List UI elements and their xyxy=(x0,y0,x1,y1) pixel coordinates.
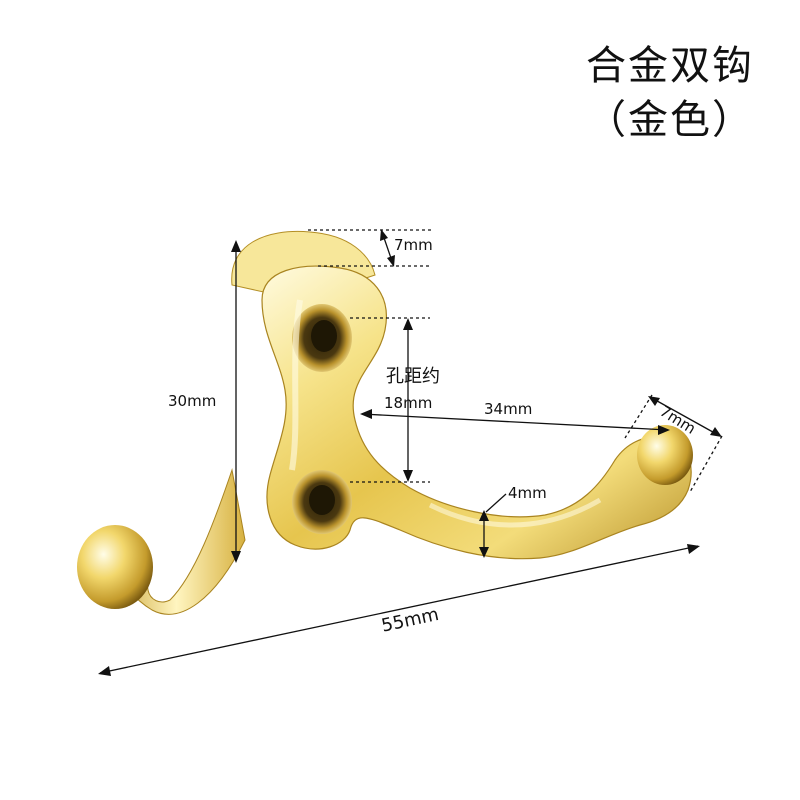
dim-top-thickness-label: 7mm xyxy=(394,236,433,254)
right-hook-ball xyxy=(637,425,693,485)
left-hook-ball xyxy=(77,525,153,609)
product-title: 合金双钩 （金色） xyxy=(560,40,780,148)
hook-body xyxy=(261,265,692,560)
dim-arm-thickness-label: 4mm xyxy=(508,484,547,502)
screw-hole-top xyxy=(292,304,352,372)
dim-hole-spacing-title: 孔距约 xyxy=(386,366,440,387)
screw-hole-bottom xyxy=(292,470,352,534)
product-title-line1: 合金双钩 xyxy=(586,43,754,89)
dim-hole-spacing-value: 18mm xyxy=(384,394,433,412)
product-title-line2: （金色） xyxy=(586,97,754,143)
dim-arm-length-label: 34mm xyxy=(484,400,533,418)
dim-height-label: 30mm xyxy=(168,392,217,410)
dimension-lines xyxy=(98,229,723,676)
